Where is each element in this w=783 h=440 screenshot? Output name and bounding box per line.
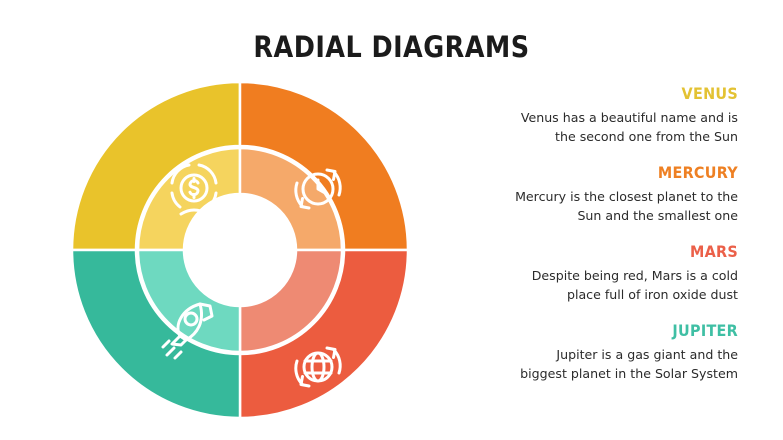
radial-diagram	[72, 82, 408, 418]
legend-item-mars[interactable]: MARS Despite being red, Mars is a cold p…	[438, 242, 738, 304]
legend-heading-jupiter: JUPITER	[672, 321, 738, 340]
rocket-icon	[161, 302, 214, 360]
clock-refresh-icon	[294, 168, 342, 210]
legend-heading-venus: VENUS	[681, 84, 738, 103]
legend-heading-mercury: MERCURY	[657, 163, 738, 182]
legend-body-mercury: Mercury is the closest planet to the Sun…	[515, 189, 738, 223]
outer-segment-venus[interactable]	[72, 82, 242, 252]
inner-segment-mars[interactable]	[238, 248, 344, 354]
outer-segment-jupiter[interactable]	[72, 248, 242, 418]
legend-body-mars: Despite being red, Mars is a cold place …	[531, 268, 738, 302]
globe-refresh-icon	[294, 346, 342, 388]
legend-item-jupiter[interactable]: JUPITER Jupiter is a gas giant and the b…	[438, 321, 738, 383]
inner-segment-mercury[interactable]	[238, 146, 344, 252]
money-dollar-icon	[170, 163, 218, 216]
legend: VENUS Venus has a beautiful name and is …	[438, 84, 738, 383]
legend-heading-mars: MARS	[689, 242, 738, 261]
outer-segment-mercury[interactable]	[238, 82, 408, 252]
page-title: RADIAL DIAGRAMS	[253, 30, 530, 64]
legend-body-jupiter: Jupiter is a gas giant and the biggest p…	[520, 347, 738, 381]
inner-segment-jupiter[interactable]	[136, 248, 242, 354]
legend-body-venus: Venus has a beautiful name and is the se…	[520, 110, 738, 144]
legend-item-mercury[interactable]: MERCURY Mercury is the closest planet to…	[438, 163, 738, 225]
legend-item-venus[interactable]: VENUS Venus has a beautiful name and is …	[438, 84, 738, 146]
outer-segment-mars[interactable]	[238, 248, 408, 418]
